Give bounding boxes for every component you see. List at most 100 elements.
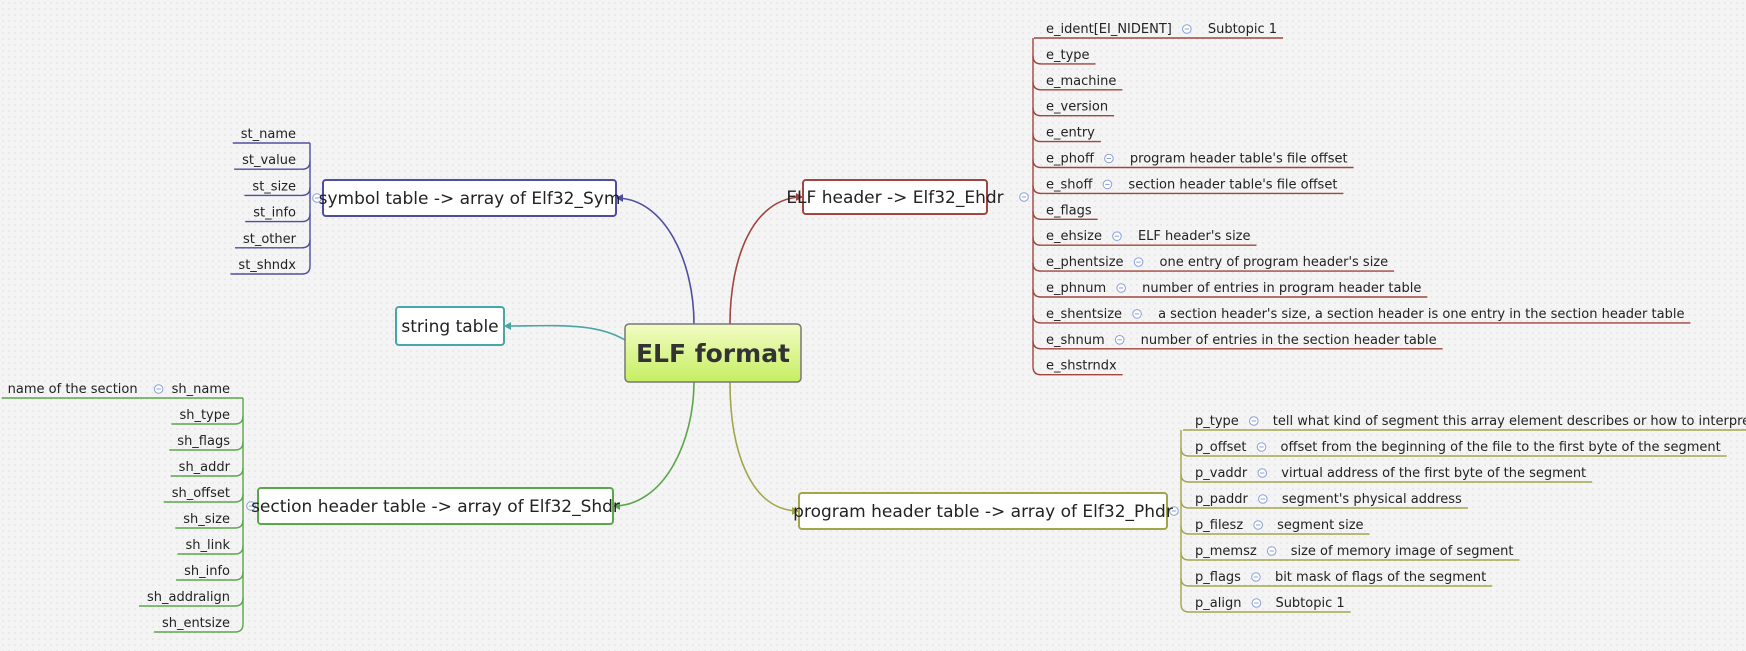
- elf-header-field[interactable]: e_shstrndx: [1032, 359, 1123, 376]
- elf-header-field[interactable]: e_entry: [1032, 126, 1101, 143]
- symbol-table-topic[interactable]: symbol table -> array of Elf32_Sym: [319, 179, 621, 217]
- collapse-icon[interactable]: [1248, 416, 1259, 426]
- elf-header-field[interactable]: e_machine: [1032, 74, 1123, 91]
- section-header-field[interactable]: sh_entsize: [153, 616, 244, 633]
- field-note: number of entries in program header tabl…: [1142, 281, 1421, 296]
- collapse-icon[interactable]: [1266, 546, 1277, 556]
- elf-header-label: ELF header -> Elf32_Ehdr: [786, 188, 1003, 208]
- root-topic[interactable]: ELF format: [624, 323, 802, 383]
- symbol-table-field[interactable]: st_info: [245, 206, 311, 223]
- symbol-table-field[interactable]: st_shndx: [230, 258, 311, 275]
- program-header-topic[interactable]: program header table -> array of Elf32_P…: [793, 492, 1173, 530]
- field-underline: [245, 213, 311, 223]
- field-underline: [244, 187, 311, 197]
- symbol-table-collapse-icon[interactable]: [312, 193, 322, 203]
- section-header-field[interactable]: sh_info: [176, 564, 244, 581]
- symbol-table-label: symbol table -> array of Elf32_Sym: [319, 189, 621, 209]
- elf-header-field[interactable]: e_phoff program header table's file offse…: [1032, 152, 1354, 169]
- collapse-icon[interactable]: [1102, 179, 1113, 190]
- collapse-icon[interactable]: [1251, 598, 1262, 608]
- field-name: p_align: [1195, 596, 1241, 611]
- field-note: a section header's size, a section heade…: [1158, 307, 1684, 322]
- field-name: e_phoff: [1046, 152, 1095, 167]
- field-underline: [1032, 185, 1344, 195]
- elf-header-field[interactable]: e_version: [1032, 100, 1115, 117]
- section-header-field[interactable]: sh_addr: [170, 460, 244, 477]
- field-underline: [1180, 551, 1520, 561]
- field-underline: [1032, 81, 1123, 91]
- field-name: p_offset: [1195, 440, 1247, 455]
- field-underline: [1032, 263, 1395, 272]
- collapse-icon[interactable]: [1133, 257, 1144, 267]
- program-header-collapse-icon[interactable]: [1169, 506, 1179, 516]
- field-note: virtual address of the first byte of the…: [1281, 466, 1586, 481]
- section-header-field[interactable]: sh_offset: [163, 486, 244, 503]
- collapse-icon[interactable]: [153, 384, 164, 394]
- symbol-table-field[interactable]: st_name: [232, 127, 310, 144]
- symbol-table-field[interactable]: st_size: [244, 179, 311, 197]
- symbol-table-field[interactable]: st_other: [234, 232, 311, 249]
- section-header-field[interactable]: sh_addralign: [138, 590, 244, 607]
- elf-header-collapse-icon[interactable]: [1019, 192, 1029, 202]
- arrowhead: [792, 507, 799, 515]
- collapse-icon[interactable]: [1251, 572, 1261, 582]
- field-note: size of memory image of segment: [1291, 544, 1514, 559]
- symbol-table-field[interactable]: st_value: [234, 153, 311, 170]
- section-header-connector: [612, 381, 695, 507]
- field-underline: [1180, 577, 1493, 587]
- string-table-topic[interactable]: string table: [395, 306, 505, 346]
- elf-header-field[interactable]: e_flags: [1032, 203, 1098, 220]
- field-note: name of the section: [8, 382, 138, 397]
- elf-header-field[interactable]: e_type: [1032, 48, 1096, 65]
- field-name: sh_entsize: [162, 616, 230, 631]
- collapse-icon[interactable]: [1257, 468, 1268, 478]
- field-underline: [138, 597, 244, 607]
- collapse-icon[interactable]: [1256, 442, 1267, 452]
- field-name: e_shoff: [1046, 177, 1093, 192]
- collapse-icon[interactable]: [1132, 309, 1142, 319]
- collapse-icon[interactable]: [1114, 335, 1125, 345]
- program-header-field[interactable]: p_vaddr virtual address of the first byte…: [1180, 466, 1593, 483]
- field-underline: [1032, 237, 1257, 246]
- program-header-connector: [729, 381, 800, 512]
- field-underline: [171, 415, 244, 425]
- collapse-icon[interactable]: [1253, 520, 1263, 530]
- field-underline: [1180, 603, 1351, 613]
- field-note: Subtopic 1: [1208, 22, 1277, 37]
- field-underline: [1180, 499, 1468, 509]
- section-header-field[interactable]: sh_link: [177, 538, 244, 555]
- collapse-icon[interactable]: [1116, 283, 1126, 293]
- section-header-field[interactable]: sh_size: [175, 512, 244, 529]
- collapse-icon[interactable]: [1182, 24, 1192, 34]
- field-name: st_info: [253, 206, 296, 221]
- section-header-field[interactable]: sh_flags: [169, 434, 244, 451]
- elf-header-topic[interactable]: ELF header -> Elf32_Ehdr: [786, 179, 1004, 215]
- field-note: program header table's file offset: [1130, 152, 1348, 167]
- section-header-collapse-icon[interactable]: [246, 501, 256, 511]
- collapse-icon[interactable]: [1104, 153, 1114, 164]
- elf-header-field[interactable]: e_ident[EI_NIDENT]Subtopic 1: [1034, 22, 1284, 39]
- collapse-icon[interactable]: [1112, 231, 1122, 241]
- collapse-icon[interactable]: [1258, 494, 1268, 504]
- section-header-field[interactable]: sh_type: [171, 408, 244, 425]
- field-name: st_shndx: [238, 258, 296, 273]
- field-name: sh_addr: [179, 460, 231, 475]
- section-header-topic[interactable]: section header table -> array of Elf32_S…: [251, 487, 620, 525]
- field-name: p_vaddr: [1195, 466, 1248, 481]
- field-name: st_name: [241, 127, 296, 142]
- field-name: e_shstrndx: [1046, 359, 1117, 374]
